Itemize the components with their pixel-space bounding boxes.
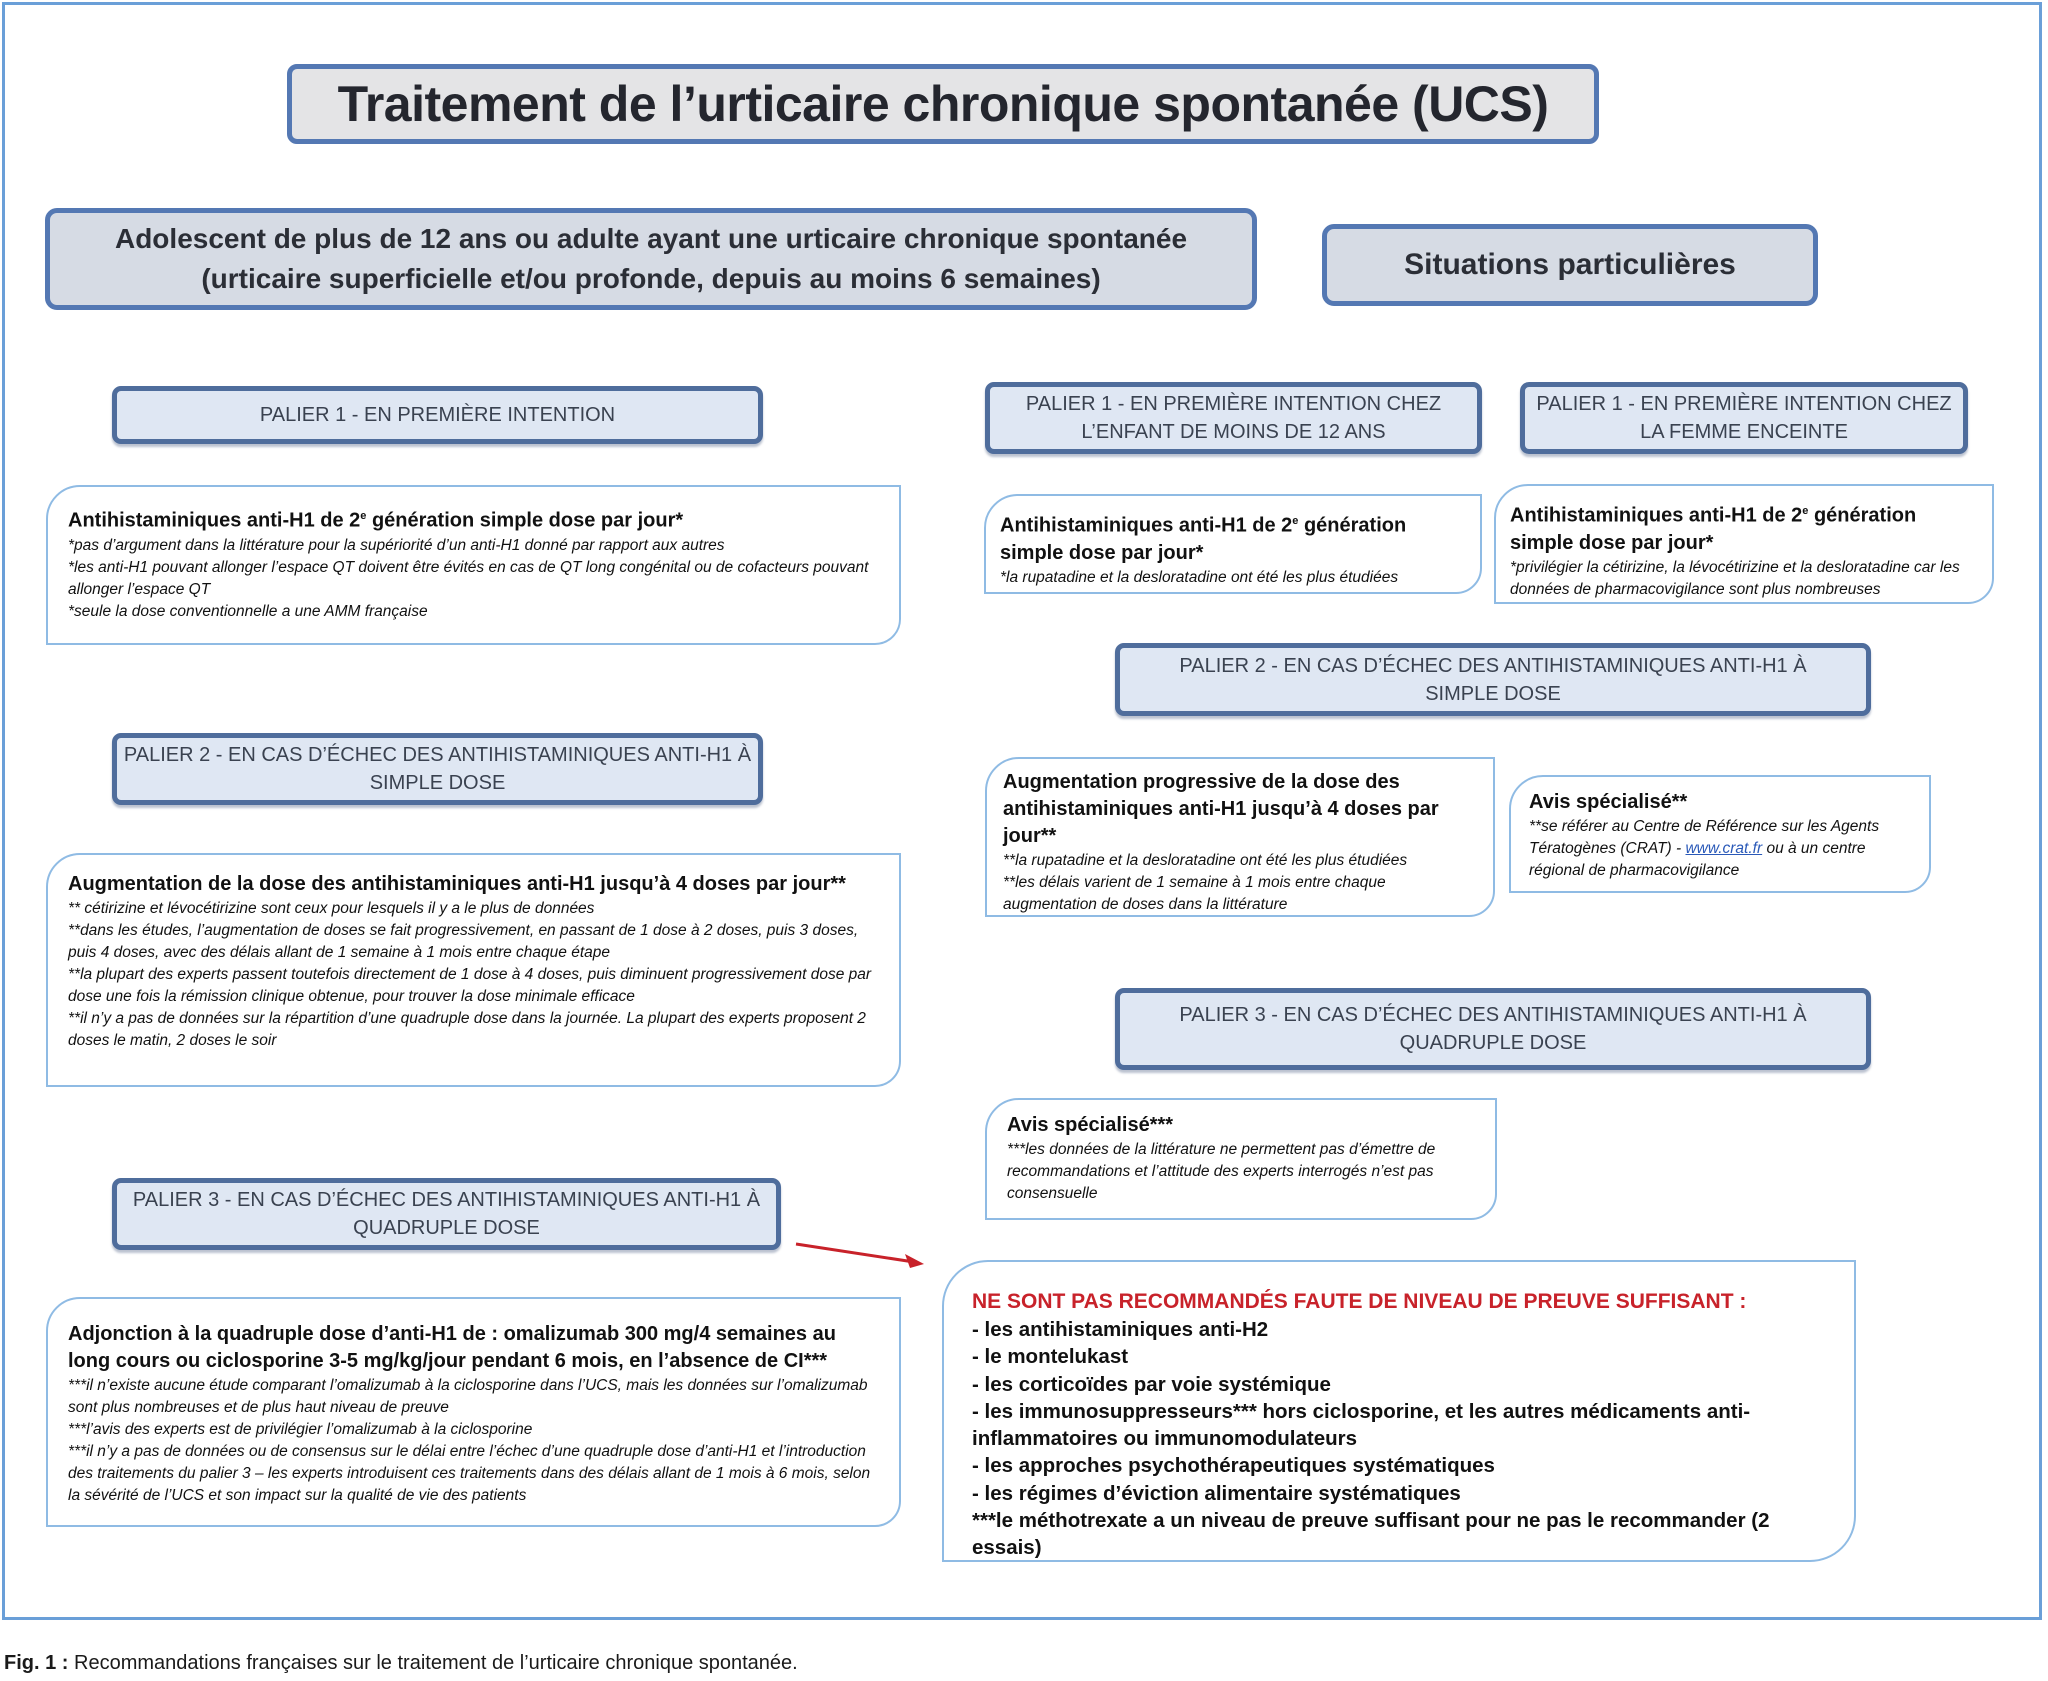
right-child-palier-2-note: **les délais varient de 1 semaine à 1 mo… <box>1003 874 1386 913</box>
not-recommended-item: - les corticoïdes par voie systémique <box>972 1372 1331 1396</box>
left-palier-1-note: *seule la dose conventionnelle a une AMM… <box>68 602 428 620</box>
left-palier-2-card: Augmentation de la dose des antihistamin… <box>46 853 901 1087</box>
left-palier-3-note: ***il n’y a pas de données ou de consens… <box>68 1443 871 1504</box>
right-pregnant-palier-2-note: **se référer au Centre de Référence sur … <box>1529 818 1880 879</box>
right-child-palier-3-card: Avis spécialisé*** ***les données de la … <box>985 1098 1497 1220</box>
left-palier-3-line-2: QUADRUPLE DOSE <box>353 1217 540 1239</box>
right-child-palier-1-note: *la rupatadine et la desloratadine ont é… <box>1000 568 1399 586</box>
right-child-palier-2-lead: Augmentation progressive de la dose des … <box>1003 771 1439 847</box>
right-child-palier-2-card: Augmentation progressive de la dose des … <box>985 757 1495 917</box>
left-palier-1-title: PALIER 1 - EN PREMIÈRE INTENTION <box>259 404 616 426</box>
population-line-2: (urticaire superficielle et/ou profonde,… <box>201 263 1101 294</box>
left-palier-3-line-1: PALIER 3 - EN CAS D’ÉCHEC DES ANTIHISTAM… <box>132 1189 761 1211</box>
population-line-1: Adolescent de plus de 12 ans ou adulte a… <box>114 223 1188 254</box>
left-palier-3-lead: Adjonction à la quadruple dose d’anti-H1… <box>68 1323 836 1372</box>
population-header: Adolescent de plus de 12 ans ou adulte a… <box>45 208 1257 310</box>
left-palier-2-note: **dans les études, l’augmentation de dos… <box>68 922 859 961</box>
right-palier-1-child-line-2: L’ENFANT DE MOINS DE 12 ANS <box>1081 421 1386 443</box>
right-palier-1-child-header: PALIER 1 - EN PREMIÈRE INTENTION CHEZ L’… <box>985 382 1482 454</box>
right-child-palier-3-note: ***les données de la littérature ne perm… <box>1007 1141 1436 1202</box>
caption-text: Recommandations françaises sur le traite… <box>68 1652 798 1674</box>
left-palier-3-note: ***l’avis des experts est de privilégier… <box>68 1421 533 1438</box>
page-title-text: Traitement de l’urticaire chronique spon… <box>337 76 1549 132</box>
right-child-palier-1-lead: Antihistaminiques anti-H1 de 2e générati… <box>1000 514 1407 564</box>
left-palier-1-lead: Antihistaminiques anti-H1 de 2e générati… <box>68 509 684 532</box>
left-palier-2-note: **la plupart des experts passent toutefo… <box>68 966 872 1005</box>
left-palier-1-note: *les anti-H1 pouvant allonger l’espace Q… <box>68 558 869 598</box>
figure-caption: Fig. 1 : Recommandations françaises sur … <box>4 1652 798 1675</box>
not-recommended-item: - les antihistaminiques anti-H2 <box>972 1318 1269 1341</box>
left-palier-1-header: PALIER 1 - EN PREMIÈRE INTENTION <box>112 386 763 444</box>
not-recommended-item: - les régimes d’éviction alimentaire sys… <box>972 1481 1461 1505</box>
right-pregnant-palier-1-card: Antihistaminiques anti-H1 de 2e générati… <box>1494 484 1994 604</box>
left-palier-2-note: ** cétirizine et lévocétirizine sont ceu… <box>68 900 595 917</box>
not-recommended-title: NE SONT PAS RECOMMANDÉS FAUTE DE NIVEAU … <box>972 1290 1747 1313</box>
right-palier-2-line-2: SIMPLE DOSE <box>1425 682 1561 705</box>
right-palier-3-line-2: QUADRUPLE DOSE <box>1399 1032 1587 1054</box>
right-palier-1-pregnant-line-2: LA FEMME ENCEINTE <box>1640 421 1848 443</box>
right-pregnant-palier-1-note: *privilégier la cétirizine, la lévocétir… <box>1510 558 1960 598</box>
right-palier-3-header: PALIER 3 - EN CAS D’ÉCHEC DES ANTIHISTAM… <box>1115 988 1871 1070</box>
not-recommended-item: - les immunosuppresseurs*** hors ciclosp… <box>972 1399 1751 1451</box>
right-palier-1-pregnant-header: PALIER 1 - EN PREMIÈRE INTENTION CHEZ LA… <box>1520 382 1968 454</box>
not-recommended-item: - les approches psychothérapeutiques sys… <box>972 1454 1495 1478</box>
left-palier-1-card: Antihistaminiques anti-H1 de 2e générati… <box>46 485 901 645</box>
not-recommended-item: - le montelukast <box>972 1345 1129 1369</box>
right-palier-3-line-1: PALIER 3 - EN CAS D’ÉCHEC DES ANTIHISTAM… <box>1179 1004 1807 1026</box>
right-child-palier-2-note: **la rupatadine et la desloratadine ont … <box>1003 852 1408 869</box>
right-pregnant-palier-1-lead: Antihistaminiques anti-H1 de 2e générati… <box>1510 504 1917 554</box>
special-situations-header: Situations particulières <box>1322 224 1818 306</box>
left-palier-1-note: *pas d’argument dans la littérature pour… <box>68 536 725 554</box>
right-palier-2-header: PALIER 2 - EN CAS D’ÉCHEC DES ANTIHISTAM… <box>1115 643 1871 716</box>
right-child-palier-3-lead: Avis spécialisé*** <box>1007 1114 1174 1136</box>
left-palier-3-card: Adjonction à la quadruple dose d’anti-H1… <box>46 1297 901 1527</box>
not-recommended-footnote: ***le méthotrexate a un niveau de preuve… <box>972 1509 1770 1560</box>
crat-link[interactable]: www.crat.fr <box>1685 840 1763 857</box>
left-palier-2-line-2: SIMPLE DOSE <box>369 772 506 794</box>
left-palier-2-note: **il n’y a pas de données sur la réparti… <box>68 1010 866 1049</box>
special-situations-text: Situations particulières <box>1404 248 1736 281</box>
right-pregnant-palier-2-lead: Avis spécialisé** <box>1529 791 1688 813</box>
right-pregnant-palier-2-card: Avis spécialisé** **se référer au Centre… <box>1509 775 1931 893</box>
left-palier-2-line-1: PALIER 2 - EN CAS D’ÉCHEC DES ANTIHISTAM… <box>123 744 752 766</box>
right-child-palier-1-card: Antihistaminiques anti-H1 de 2e générati… <box>984 494 1482 594</box>
right-palier-1-pregnant-line-1: PALIER 1 - EN PREMIÈRE INTENTION CHEZ <box>1536 393 1952 415</box>
arrow-shaft <box>795 1242 915 1264</box>
left-palier-2-lead: Augmentation de la dose des antihistamin… <box>68 873 846 895</box>
left-palier-3-note: ***il n’existe aucune étude comparant l’… <box>68 1377 868 1416</box>
not-recommended-card: NE SONT PAS RECOMMANDÉS FAUTE DE NIVEAU … <box>942 1260 1856 1562</box>
arrow-to-not-recommended <box>795 1242 924 1268</box>
arrow-head-icon <box>905 1254 924 1268</box>
right-palier-2-line-1: PALIER 2 - EN CAS D’ÉCHEC DES ANTIHISTAM… <box>1179 654 1807 677</box>
page-title: Traitement de l’urticaire chronique spon… <box>287 64 1599 144</box>
caption-label: Fig. 1 : <box>4 1652 69 1674</box>
left-palier-2-header: PALIER 2 - EN CAS D’ÉCHEC DES ANTIHISTAM… <box>112 733 763 805</box>
left-palier-3-header: PALIER 3 - EN CAS D’ÉCHEC DES ANTIHISTAM… <box>112 1178 781 1250</box>
right-palier-1-child-line-1: PALIER 1 - EN PREMIÈRE INTENTION CHEZ <box>1025 393 1442 415</box>
